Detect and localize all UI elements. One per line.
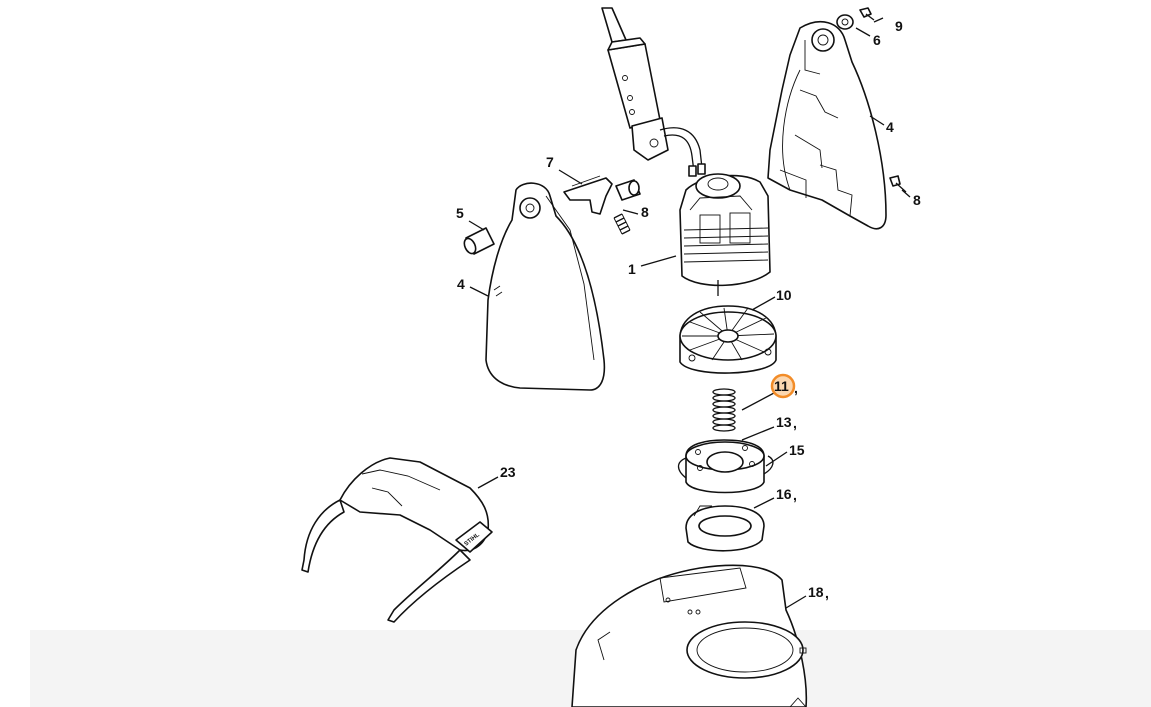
shaft-tube — [601, 7, 706, 177]
washer-6 — [836, 14, 854, 30]
callout-4-left[interactable]: 4 — [457, 276, 465, 292]
callout-23[interactable]: 23 — [500, 464, 516, 480]
screw-8-right — [889, 175, 907, 193]
callout-10[interactable]: 10 — [776, 287, 792, 303]
switch-7 — [563, 175, 641, 215]
callout-13-suffix: , — [793, 415, 797, 431]
housing-half-left — [485, 182, 606, 391]
callout-16-suffix: , — [793, 487, 797, 503]
spool-cover — [685, 505, 765, 552]
callout-8-spring[interactable]: 8 — [641, 204, 649, 220]
leader-lines — [468, 17, 911, 609]
callout-11-highlight — [770, 373, 796, 399]
callout-8-screw[interactable]: 8 — [913, 192, 921, 208]
spring — [712, 388, 736, 432]
safety-glasses: STIHL — [301, 457, 493, 623]
callout-13[interactable]: 13 — [776, 414, 792, 430]
callout-15[interactable]: 15 — [789, 442, 805, 458]
line-spool — [677, 439, 774, 494]
pin-5 — [463, 227, 495, 255]
callout-4-right[interactable]: 4 — [886, 119, 894, 135]
callout-16[interactable]: 16 — [776, 486, 792, 502]
motor — [679, 173, 771, 296]
callout-labels: 7 5 8 4 1 10 11 , 13 , 15 16 , 18 , 23 9… — [456, 18, 921, 601]
callout-5[interactable]: 5 — [456, 205, 464, 221]
callout-18[interactable]: 18 — [808, 584, 824, 600]
deflector-guard — [571, 564, 808, 707]
callout-1[interactable]: 1 — [628, 261, 636, 277]
callout-18-suffix: , — [825, 585, 829, 601]
spring-8 — [613, 213, 631, 235]
callout-11[interactable]: 11 — [774, 378, 789, 394]
callout-11-suffix: , — [794, 380, 798, 396]
fan-impeller — [679, 305, 777, 374]
callout-9[interactable]: 9 — [895, 18, 903, 34]
screw-9 — [859, 7, 875, 21]
callout-7[interactable]: 7 — [546, 154, 554, 170]
housing-half-right — [767, 20, 887, 230]
callout-6[interactable]: 6 — [873, 32, 881, 48]
